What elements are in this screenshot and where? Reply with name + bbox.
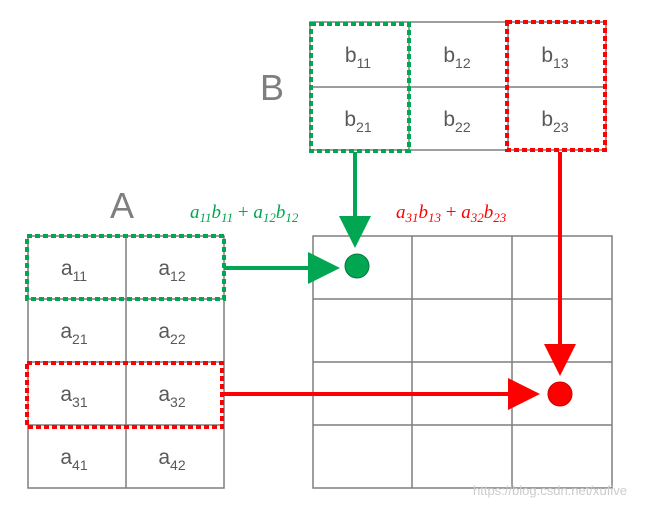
matrix-a-cell-a32: a32 <box>158 383 185 410</box>
matrix-b: b11 b12 b13 b21 b22 b23 <box>309 21 607 151</box>
matrix-b-cell-b13: b13 <box>541 44 568 71</box>
matrix-a-cell-a21: a21 <box>60 320 87 347</box>
watermark: https://blog.csdn.net/xufive <box>473 483 627 498</box>
matrix-b-label: B <box>260 67 284 108</box>
matrix-a-cell-a42: a42 <box>158 446 185 473</box>
formula-green: a11b11 + a12b12 <box>190 202 299 225</box>
matrix-a-cell-a11: a11 <box>61 257 87 284</box>
result-c11-dot <box>344 253 370 279</box>
matrix-a-cell-a22: a22 <box>158 320 185 347</box>
matrix-b-cell-b11: b11 <box>345 44 371 71</box>
formula-red: a31b13 + a32b23 <box>396 202 507 225</box>
b-column-1-highlight <box>309 22 411 153</box>
matrix-a-label: A <box>110 185 134 226</box>
a-row-3-highlight <box>25 361 224 429</box>
matrix-a-cell-a31: a31 <box>60 383 87 410</box>
result-c33-dot <box>547 381 573 407</box>
result-matrix <box>312 235 613 489</box>
matrix-b-cell-b22: b22 <box>443 108 470 135</box>
matrix-b-cell-b23: b23 <box>541 108 568 135</box>
b-column-3-highlight <box>505 20 607 152</box>
matrix-b-cell-b21: b21 <box>344 108 371 135</box>
matrix-a-cell-a12: a12 <box>158 257 185 284</box>
matrix-a-cell-a41: a41 <box>60 446 87 473</box>
matrix-b-cell-b12: b12 <box>443 44 470 71</box>
